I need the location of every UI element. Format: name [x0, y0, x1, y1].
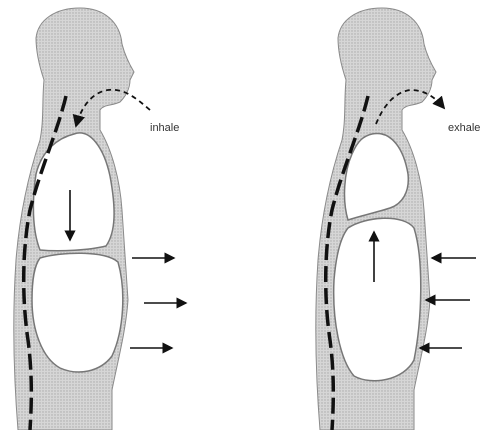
inhale-abdominal-cavity	[32, 253, 123, 372]
exhale-figure: exhale	[316, 8, 481, 430]
exhale-label: exhale	[448, 122, 480, 134]
inhale-label: inhale	[150, 122, 179, 134]
inhale-figure: inhale	[14, 8, 186, 430]
exhale-abdominal-cavity	[334, 218, 421, 381]
